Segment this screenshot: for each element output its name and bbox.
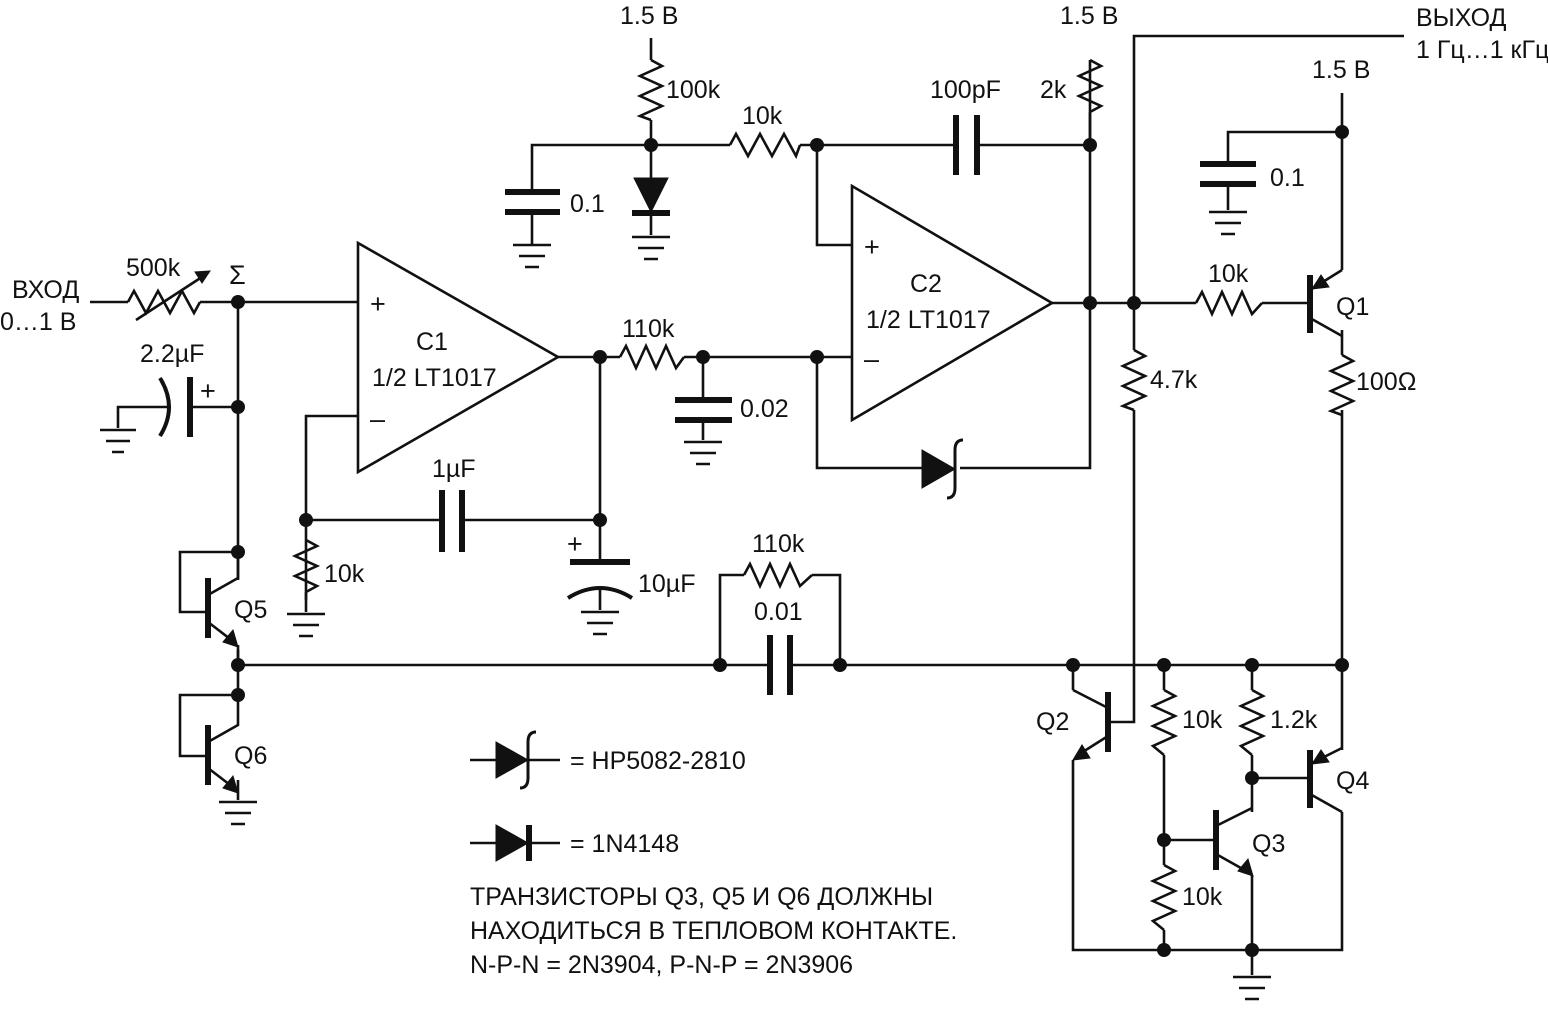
label-r-110k-fb: 110k: [752, 530, 805, 558]
label-r-10k-q3: 10k: [1182, 883, 1223, 911]
label-r-2k: 2k: [1040, 76, 1067, 104]
supply-label-2: 1.5 В: [1060, 2, 1118, 30]
resistor-110k-mid: [618, 342, 686, 372]
grounds: [100, 210, 1271, 1001]
ground-icon-c01: [513, 243, 551, 269]
transistor-q1: [1307, 268, 1343, 338]
comparator-c1: [356, 240, 561, 475]
transistor-q6: [178, 693, 240, 794]
note-line-2: НАХОДИТЬСЯ В ТЕПЛОВОМ КОНТАКТЕ.: [470, 917, 957, 945]
transistor-q4: [1307, 746, 1343, 814]
resistor-100ohm: [1327, 353, 1357, 417]
label-c-10uF: 10µF: [638, 570, 695, 598]
label-r-10k-q2a: 10k: [1182, 706, 1223, 734]
label-r-1k2: 1.2k: [1270, 706, 1318, 734]
label-q5: Q5: [234, 596, 267, 624]
label-q2: Q2: [1036, 708, 1069, 736]
c2-part: 1/2 LT1017: [866, 306, 991, 334]
label-q6: Q6: [234, 742, 267, 770]
label-r-10k-c1: 10k: [324, 560, 365, 588]
labels: 1.5 В 1.5 В 1.5 В ВХОД 0…1 В Σ ВЫХОД 1 Г…: [0, 2, 1548, 979]
transistor-q3: [1213, 806, 1254, 877]
cap-2.2uF-plus: +: [200, 376, 216, 406]
variable-arrow: [135, 273, 206, 322]
label-r-4k7: 4.7k: [1150, 366, 1198, 394]
wires: [90, 34, 1404, 975]
cap-10uF-plus: +: [567, 529, 583, 559]
note-line-3: N-P-N = 2N3904, P-N-P = 2N3906: [470, 951, 853, 979]
resistor-10k-q2a: [1149, 688, 1179, 757]
label-c-100pF: 100pF: [930, 76, 1001, 104]
ground-icon-c01-right: [1209, 210, 1247, 236]
transistor-q5: [178, 550, 240, 665]
resistor-4k7: [1119, 348, 1149, 412]
label-r-10k-top: 10k: [742, 102, 783, 130]
label-c-1uF: 1µF: [432, 455, 476, 483]
output-range: 1 Гц…1 кГц: [1416, 36, 1548, 64]
ground-icon-r10k: [287, 612, 325, 638]
resistor-10k-c1: [291, 538, 321, 594]
c1-plus: +: [370, 289, 386, 319]
supply-label-3: 1.5 В: [1312, 56, 1370, 84]
resistor-10k-q3: [1149, 863, 1179, 932]
supply-label-1: 1.5 В: [620, 2, 678, 30]
variable-arrowhead: [194, 270, 211, 284]
c2-plus: +: [864, 232, 880, 262]
legend-diode: = 1N4148: [570, 830, 679, 858]
label-r-100ohm: 100Ω: [1356, 368, 1416, 396]
label-r-100k: 100k: [666, 76, 721, 104]
cap-2.2uF-curved: [158, 376, 171, 438]
schottky-diode-icon: [921, 449, 957, 489]
label-c-2.2uF: 2.2µF: [140, 340, 204, 368]
label-c-0.1-right: 0.1: [1270, 164, 1305, 192]
c2-minus: –: [864, 344, 879, 374]
c1-name: C1: [416, 328, 448, 356]
note-line-1: ТРАНЗИСТОРЫ Q3, Q5 И Q6 ДОЛЖНЫ: [470, 883, 933, 911]
label-c-0.1-top: 0.1: [570, 190, 605, 218]
label-q4: Q4: [1336, 767, 1369, 795]
resistor-110k-fb: [742, 560, 813, 590]
c1-part: 1/2 LT1017: [372, 364, 497, 392]
diode-1n4148-icon: [633, 177, 669, 214]
comparator-c2: [850, 183, 1055, 423]
label-q3: Q3: [1252, 830, 1285, 858]
label-r-500k: 500k: [126, 254, 181, 282]
resistor-2k: [1075, 58, 1105, 114]
transistors: [178, 268, 1343, 877]
label-r-110k-mid: 110k: [622, 315, 675, 343]
ground-icon-c002: [684, 440, 722, 466]
label-r-10k-q1: 10k: [1208, 260, 1249, 288]
diodes: [470, 177, 964, 862]
output-label: ВЫХОД: [1416, 4, 1507, 32]
sum-label: Σ: [229, 260, 246, 290]
resistors: [126, 58, 1357, 932]
legend-schottky: = HP5082-2810: [570, 747, 746, 775]
ground-icon-q6: [219, 800, 257, 826]
ground-icon-c10uf: [581, 610, 619, 636]
transistor-q2: [1072, 688, 1111, 761]
ground-icon-diode: [632, 235, 670, 261]
ground-icon-q3: [1233, 975, 1271, 1001]
input-range: 0…1 В: [0, 308, 76, 336]
resistor-10k-top: [728, 131, 802, 160]
label-q1: Q1: [1336, 293, 1369, 321]
c1-minus: –: [370, 404, 385, 434]
ground-icon-cin: [100, 428, 136, 454]
label-c-0.01: 0.01: [754, 598, 803, 626]
input-label: ВХОД: [12, 276, 79, 304]
capacitors: [158, 115, 1256, 695]
resistor-1k2: [1237, 688, 1267, 757]
c2-name: C2: [910, 270, 942, 298]
resistor-100k: [636, 58, 666, 122]
label-c-0.02: 0.02: [740, 395, 789, 423]
resistor-10k-q1: [1194, 288, 1263, 318]
